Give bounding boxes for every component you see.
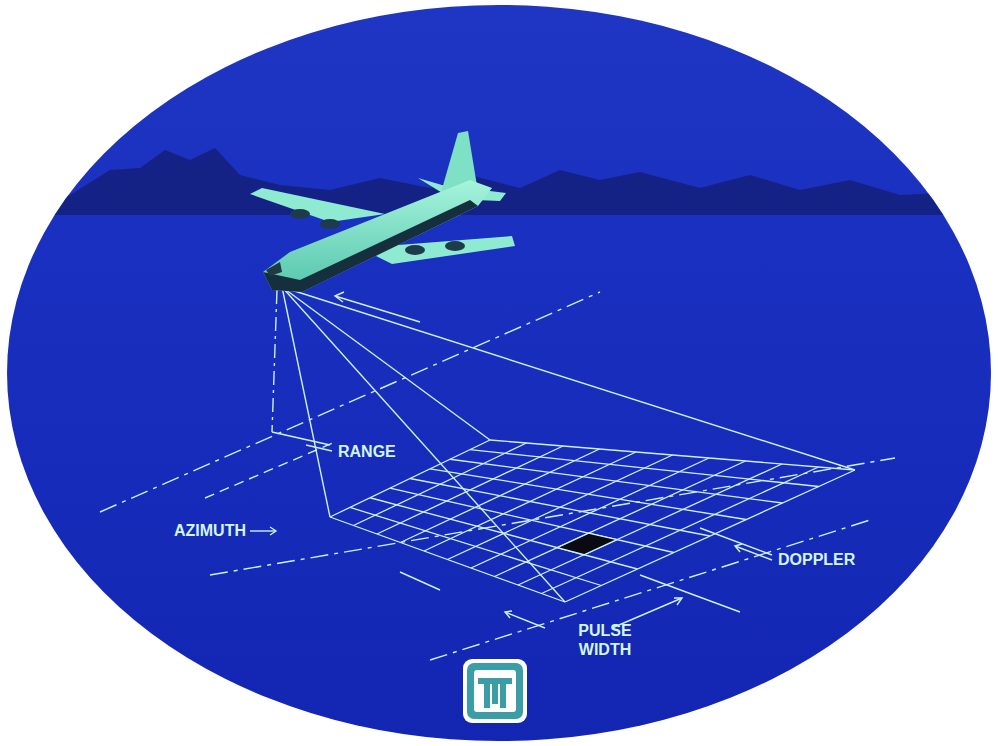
- doppler-label: DOPPLER: [778, 550, 855, 569]
- resolution-cell: [557, 533, 617, 555]
- ground-geometry: [100, 287, 895, 660]
- mountain-silhouette: [0, 148, 998, 215]
- range-label: RANGE: [338, 442, 396, 461]
- grid-line: [490, 440, 855, 470]
- sandia-logo: [463, 659, 527, 723]
- grid-line: [470, 450, 819, 487]
- grid-line: [430, 469, 746, 520]
- grid-line: [370, 498, 638, 569]
- resolution-grid: [330, 440, 855, 602]
- grid-line: [330, 517, 565, 602]
- pulse-width-label: PULSE WIDTH: [560, 621, 650, 659]
- oval-ground: [7, 5, 991, 741]
- aircraft: [250, 131, 515, 292]
- grid-line: [450, 459, 783, 503]
- azimuth-label: AZIMUTH: [174, 521, 246, 540]
